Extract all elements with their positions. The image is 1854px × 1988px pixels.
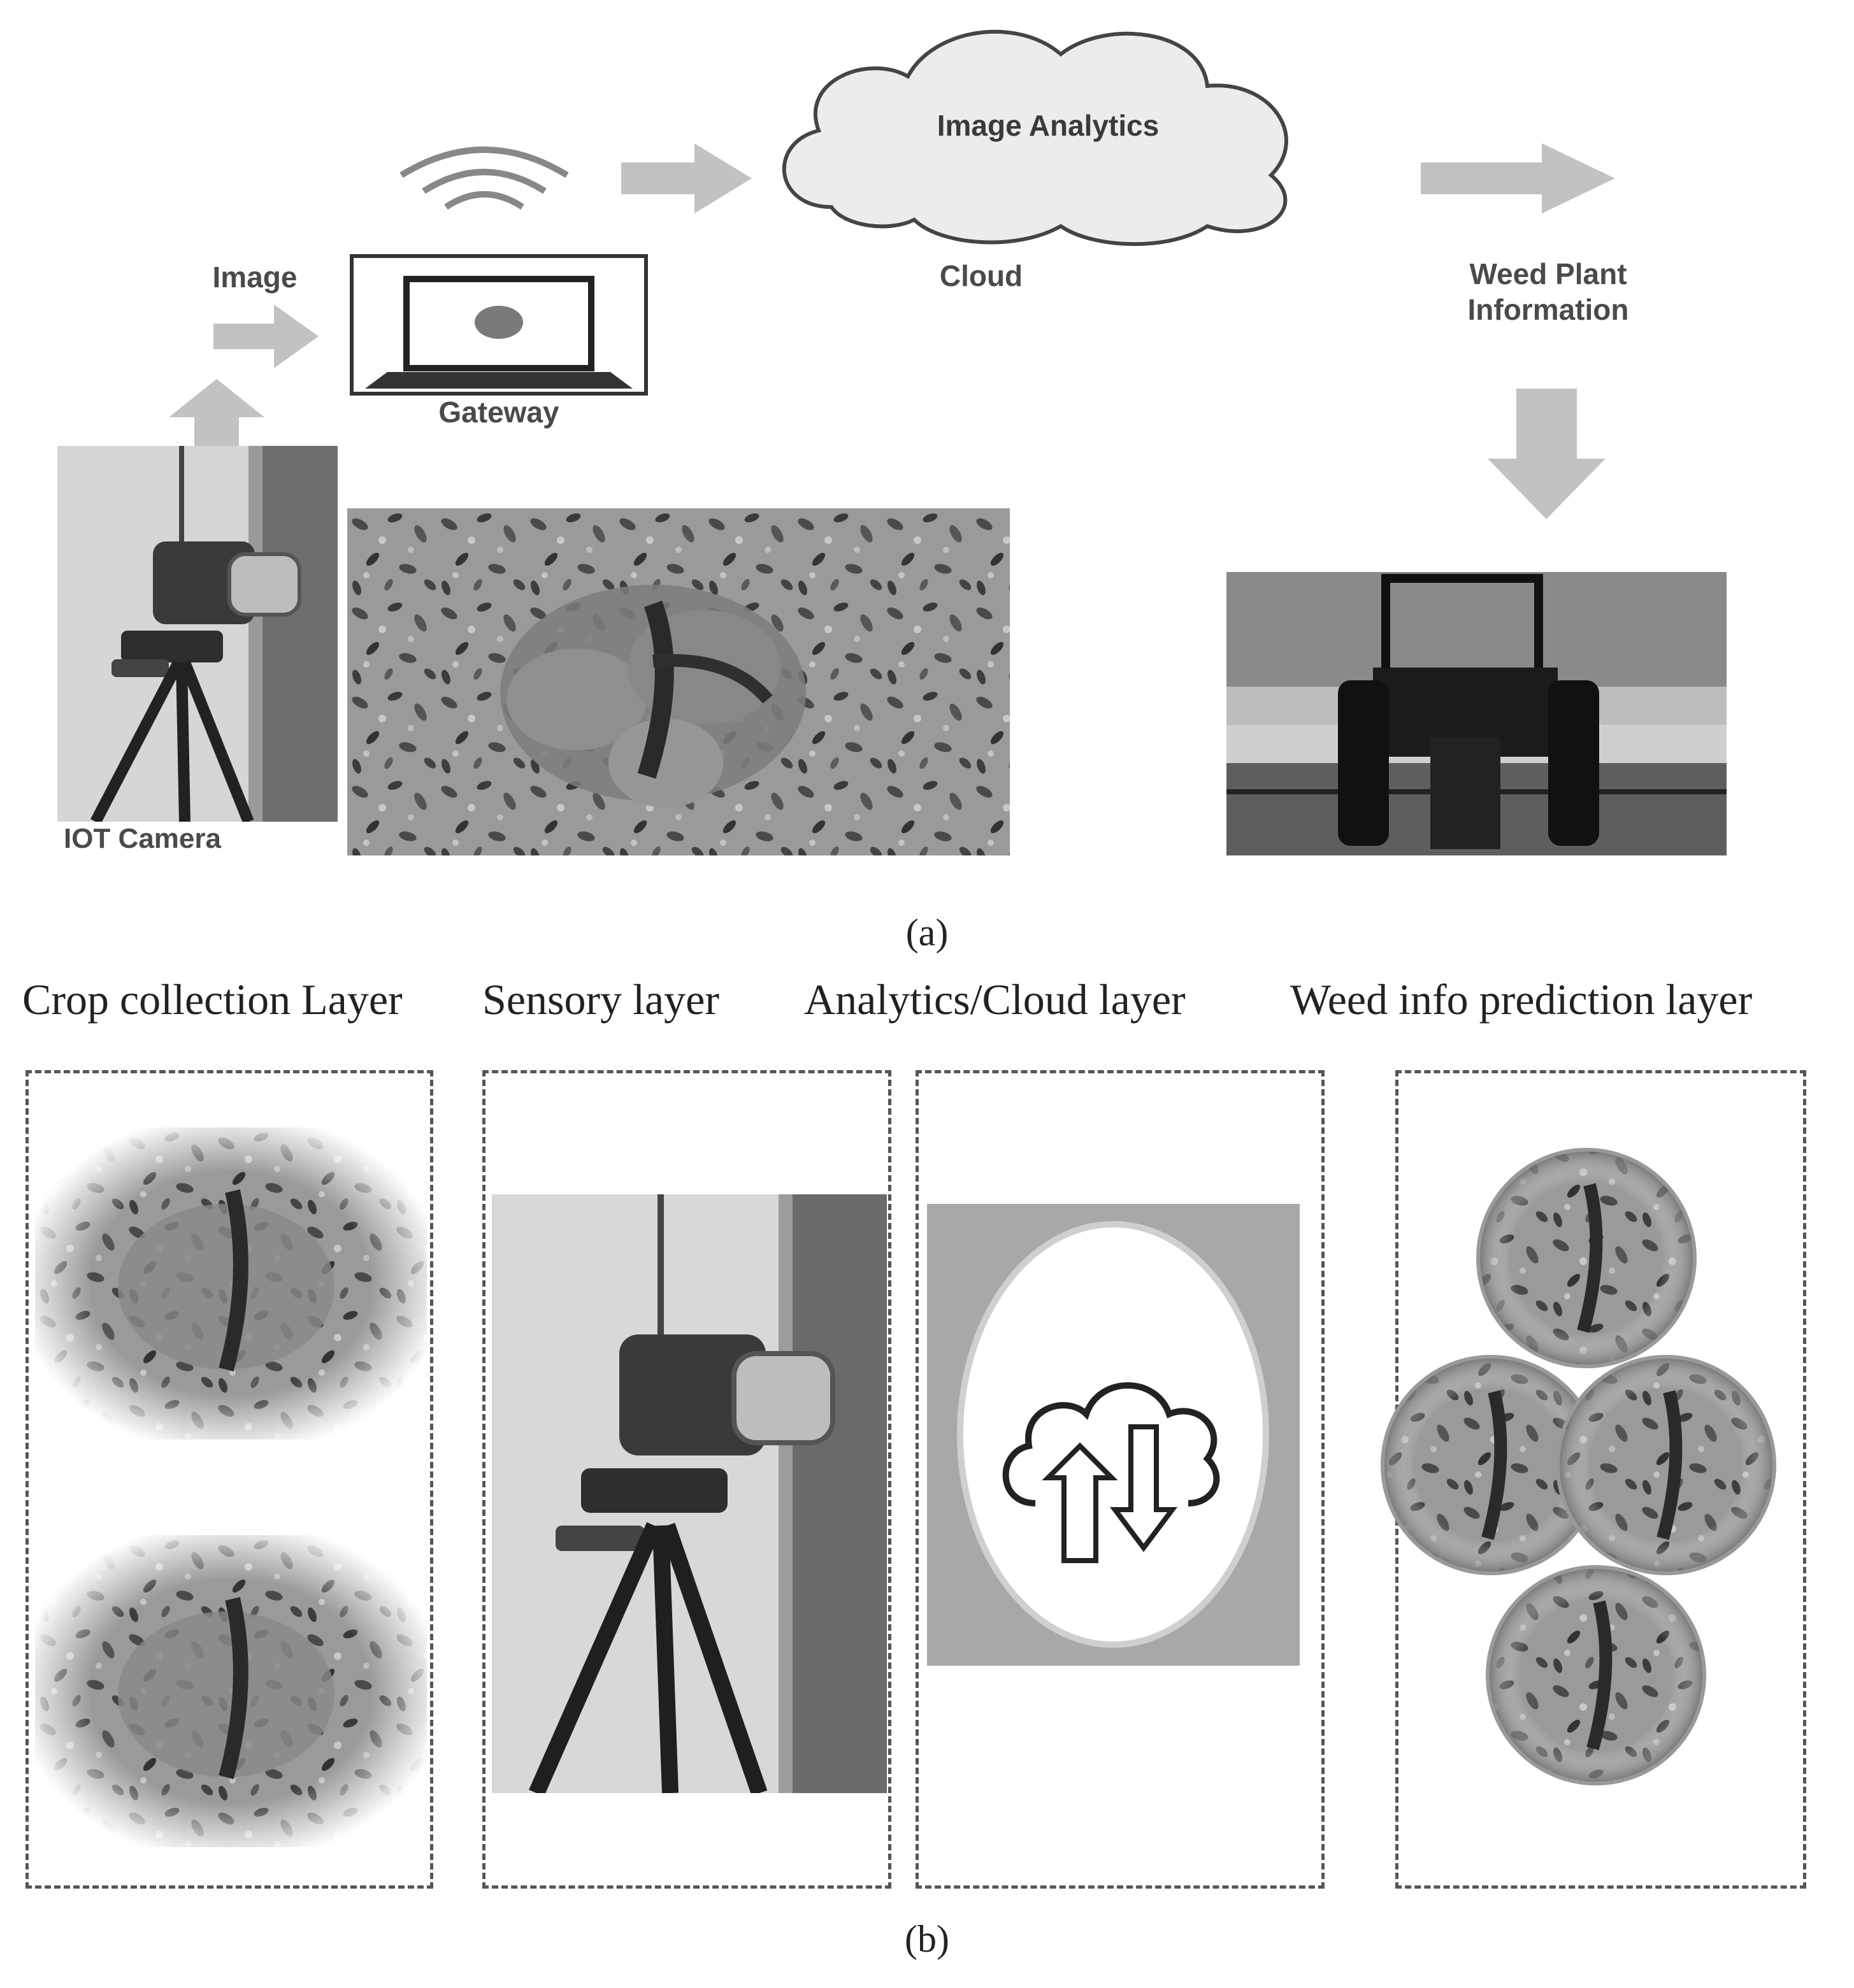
cloud-shape-icon <box>782 29 1288 247</box>
iot-camera-photo <box>57 446 338 822</box>
weed-info-label: Weed Plant Information <box>1402 256 1695 327</box>
weed-circle-bottom <box>1486 1565 1706 1785</box>
layer-title-weed-info-prediction: Weed info prediction layer <box>1290 975 1753 1024</box>
sensory-layer-box <box>482 1070 891 1889</box>
tractor-photo <box>1226 572 1727 855</box>
wifi-signal-icon <box>399 147 569 210</box>
weed-circle-left <box>1381 1355 1601 1575</box>
image-label: Image <box>212 261 298 294</box>
cloud-upload-download-icon <box>927 1204 1300 1666</box>
weed-circles-icon <box>1381 1148 1776 1785</box>
weed-info-line1: Weed Plant <box>1469 257 1627 290</box>
panel-b-label: (b) <box>905 1918 949 1960</box>
cloud-label: Cloud <box>939 259 1023 292</box>
layer-title-analytics-cloud: Analytics/Cloud layer <box>804 975 1186 1024</box>
gateway-label: Gateway <box>438 396 559 429</box>
laptop-icon <box>350 254 648 396</box>
arrow-right-icon <box>213 304 319 368</box>
crop-image-icon <box>35 1127 427 1440</box>
arrow-right-icon <box>1421 143 1615 213</box>
weed-circle-right <box>1556 1355 1776 1575</box>
crop-collection-layer-box <box>25 1070 433 1889</box>
layer-title-crop-collection: Crop collection Layer <box>22 975 403 1024</box>
weed-info-line2: Information <box>1467 293 1629 326</box>
layer-title-sensory: Sensory layer <box>482 975 720 1024</box>
weed-circle-top <box>1476 1148 1697 1368</box>
iot-camera-label: IOT Camera <box>64 823 221 854</box>
arrow-right-icon <box>621 143 752 213</box>
arrow-down-icon <box>1488 389 1606 519</box>
camera-tripod-icon <box>492 1194 887 1793</box>
analytics-cloud-layer-box <box>916 1070 1325 1889</box>
panel-a-label: (a) <box>905 912 949 954</box>
cloud-title-label: Image Analytics <box>937 109 1160 142</box>
crop-image-icon <box>35 1535 427 1847</box>
arrow-up-icon <box>169 379 264 449</box>
crop-field-photo <box>347 508 1010 855</box>
